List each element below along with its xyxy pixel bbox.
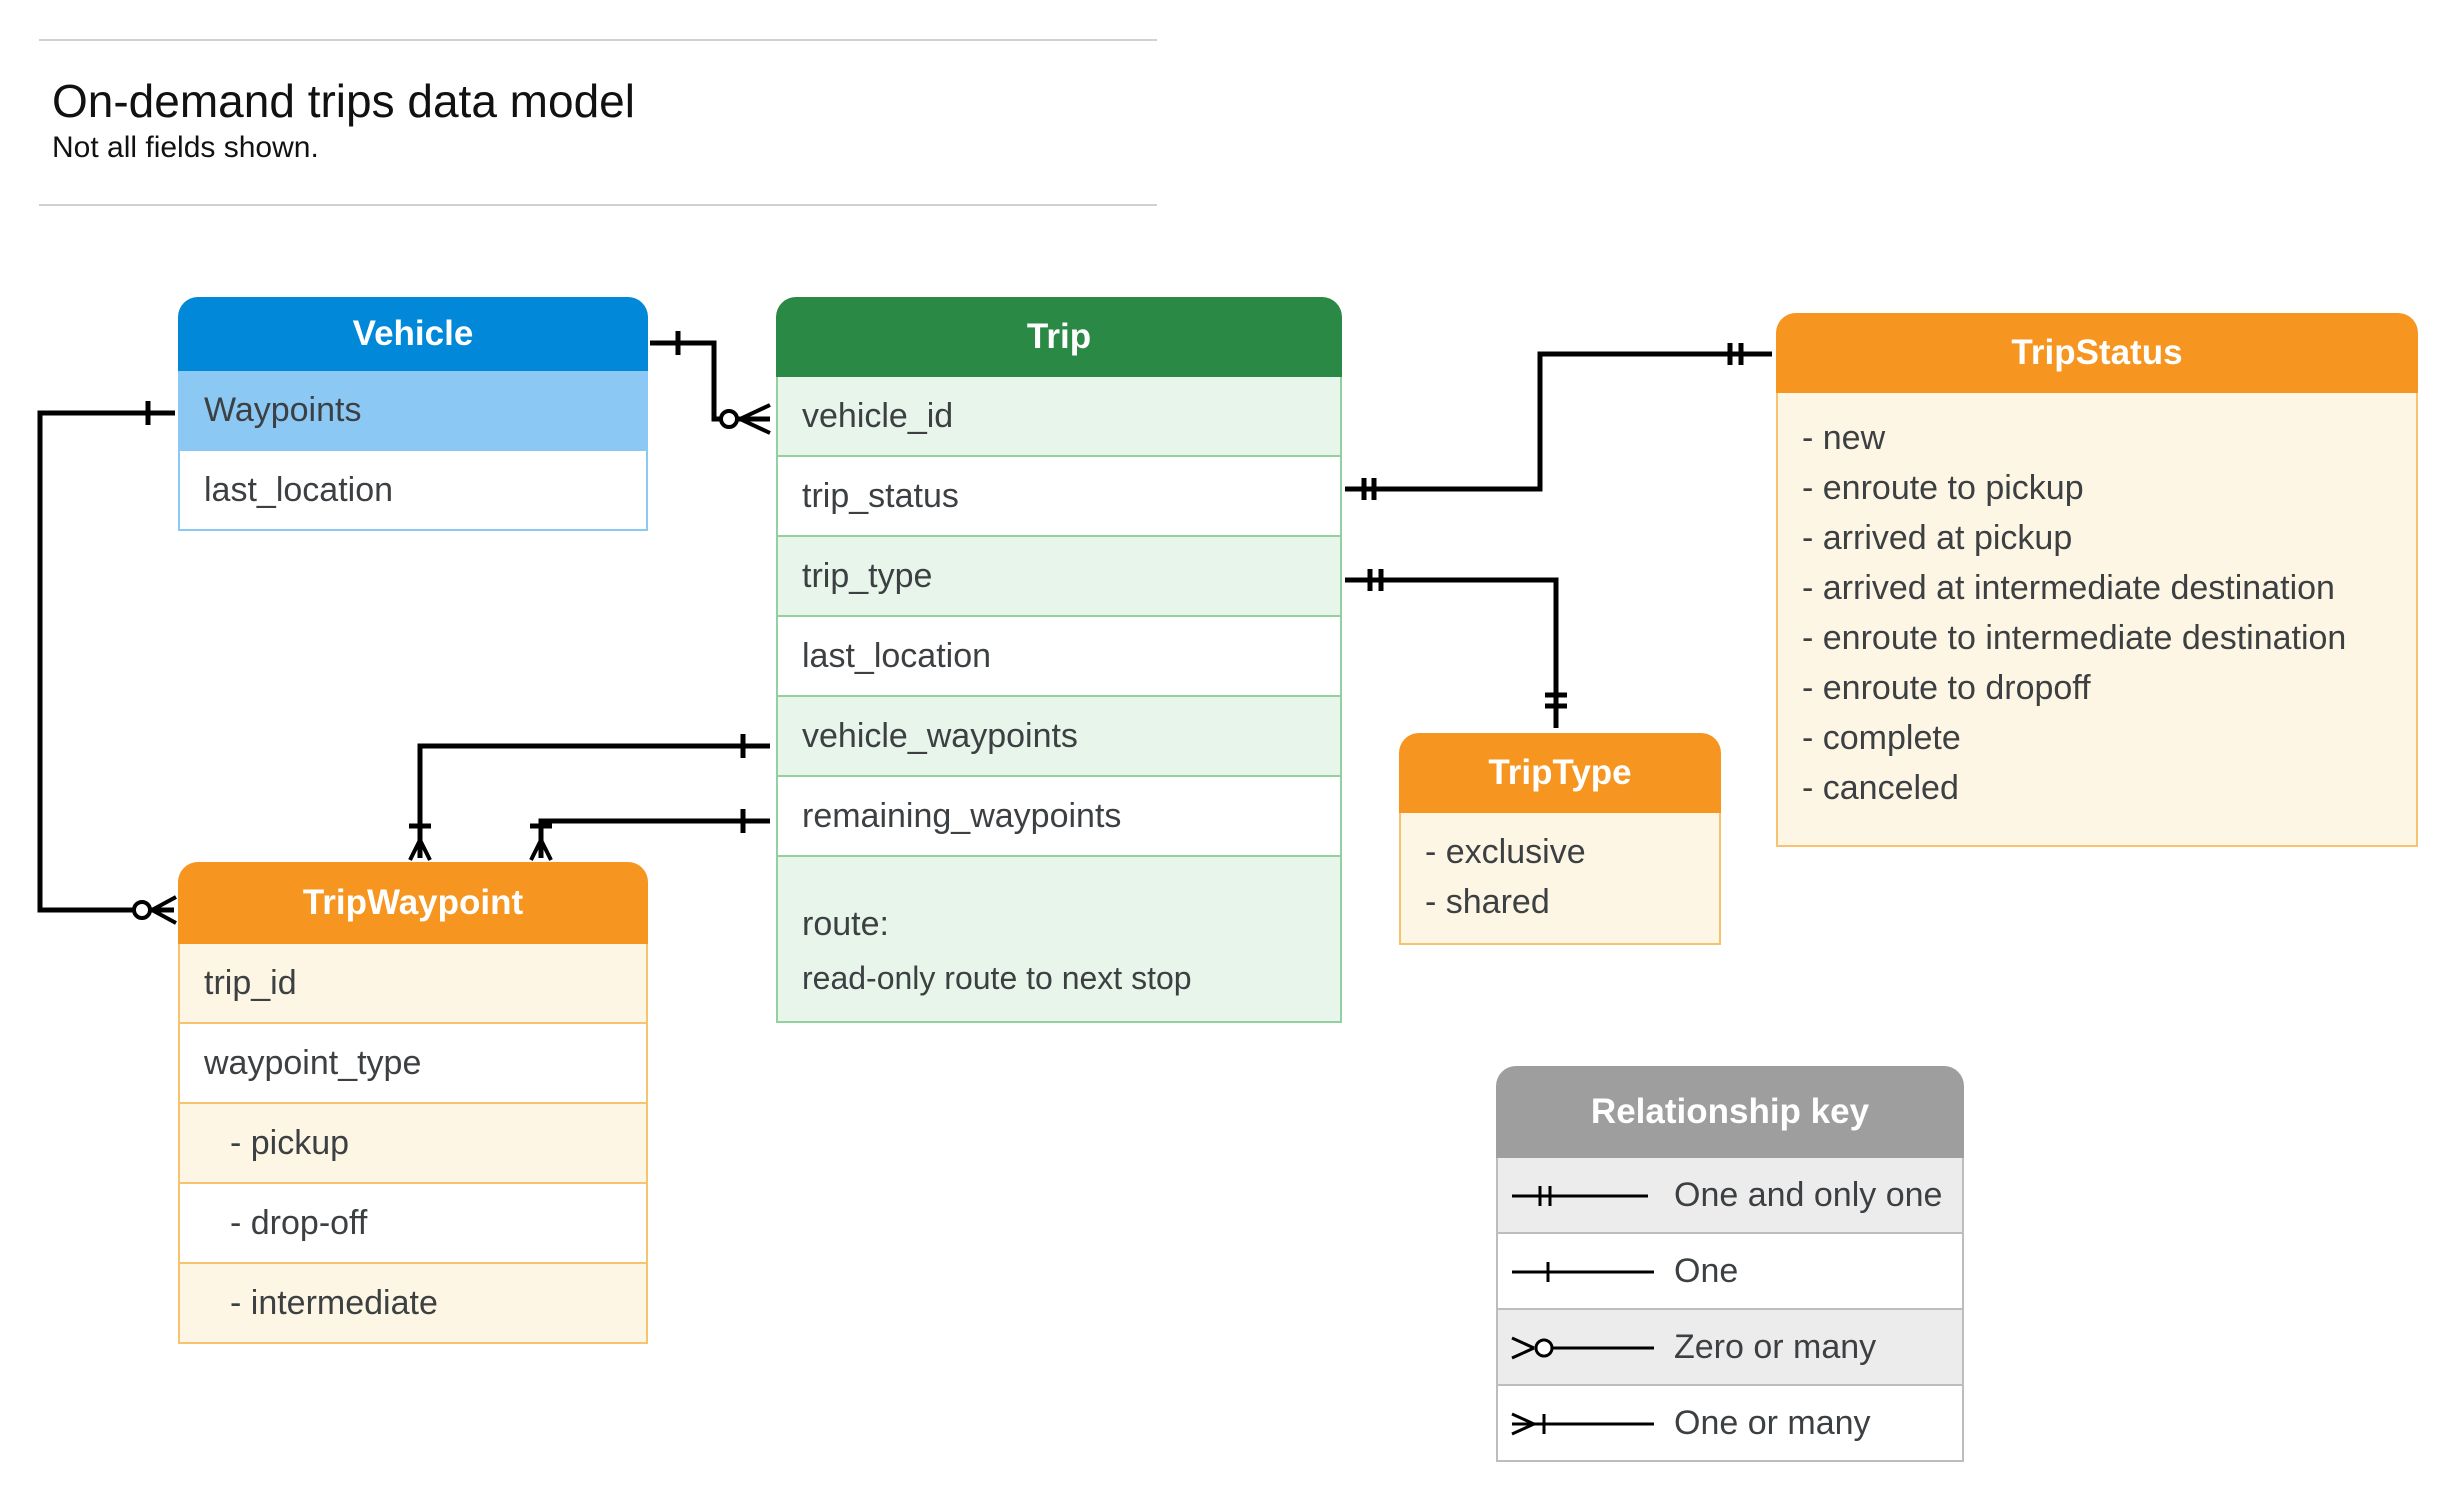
vehicle-field-waypoints: Waypoints (178, 371, 648, 451)
tripwaypoint-entity: TripWaypoint trip_id waypoint_type - pic… (178, 862, 648, 1344)
tripstatus-entity: TripStatus - new - enroute to pickup - a… (1776, 313, 2418, 847)
tripwaypoint-field-waypoint-type: waypoint_type (178, 1024, 648, 1104)
zero-or-many-symbol (1511, 1336, 1654, 1360)
key-row-one-or-many: One or many (1496, 1386, 1964, 1462)
connector-trip-triptype (1345, 577, 1559, 728)
top-rule (39, 39, 1157, 41)
tripstatus-value: - enroute to pickup (1802, 469, 2084, 507)
tripstatus-value: - arrived at pickup (1802, 519, 2073, 557)
one-or-many-symbol (1511, 1412, 1654, 1436)
tripstatus-value: - new (1802, 419, 1886, 457)
tripstatus-value: - complete (1802, 719, 1961, 757)
trip-field-route: route: read-only route to next stop (776, 857, 1342, 1023)
connector-trip-tripstatus (1345, 351, 1772, 492)
triptype-entity: TripType - exclusive - shared (1399, 733, 1721, 945)
key-label: Zero or many (1674, 1327, 1877, 1366)
bottom-rule (39, 204, 1157, 206)
trip-entity: Trip vehicle_id trip_status trip_type la… (776, 297, 1342, 1023)
vehicle-header: Vehicle (178, 297, 648, 371)
trip-header: Trip (776, 297, 1342, 377)
key-row-one-and-only-one: One and only one (1496, 1158, 1964, 1234)
tripstatus-values: - new - enroute to pickup - arrived at p… (1776, 393, 2418, 847)
tripwaypoint-field-trip-id: trip_id (178, 944, 648, 1024)
key-label: One and only one (1674, 1175, 1943, 1214)
triptype-header: TripType (1399, 733, 1721, 813)
page-title: On-demand trips data model (52, 75, 635, 127)
tripstatus-header: TripStatus (1776, 313, 2418, 393)
tripwaypoint-type-dropoff: - drop-off (178, 1184, 648, 1264)
trip-field-vehicle-waypoints: vehicle_waypoints (776, 697, 1342, 777)
triptype-value: - shared (1425, 883, 1550, 921)
trip-field-trip-type: trip_type (776, 537, 1342, 617)
trip-field-vehicle-id: vehicle_id (776, 377, 1342, 457)
key-row-zero-or-many: Zero or many (1496, 1310, 1964, 1386)
key-row-one: One (1496, 1234, 1964, 1310)
route-label: route: (802, 905, 889, 943)
key-header: Relationship key (1496, 1066, 1964, 1158)
triptype-value: - exclusive (1425, 833, 1586, 871)
vehicle-entity: Vehicle Waypoints last_location (178, 297, 648, 531)
tripstatus-value: - enroute to dropoff (1802, 669, 2091, 707)
trip-field-remaining-waypoints: remaining_waypoints (776, 777, 1342, 857)
tripwaypoint-header: TripWaypoint (178, 862, 648, 944)
tripstatus-value: - arrived at intermediate destination (1802, 569, 2335, 607)
relationship-key: Relationship key One and only one One (1496, 1066, 1964, 1462)
tripwaypoint-type-intermediate: - intermediate (178, 1264, 648, 1344)
connector-vehicle-waypoints (417, 743, 770, 858)
page-subtitle: Not all fields shown. (52, 131, 319, 164)
triptype-values: - exclusive - shared (1399, 813, 1721, 945)
tripstatus-value: - canceled (1802, 769, 1959, 807)
tripwaypoint-type-pickup: - pickup (178, 1104, 648, 1184)
one-and-only-one-symbol (1512, 1186, 1648, 1206)
trip-field-trip-status: trip_status (776, 457, 1342, 537)
route-description: read-only route to next stop (802, 960, 1192, 996)
vehicle-field-last-location: last_location (178, 451, 648, 531)
tripstatus-value: - enroute to intermediate destination (1802, 619, 2347, 657)
one-symbol (1512, 1262, 1654, 1282)
connector-vehicle-tripwaypoint (37, 410, 175, 913)
key-label: One (1674, 1251, 1739, 1290)
key-label: One or many (1674, 1403, 1871, 1442)
connector-vehicle-trip (650, 340, 770, 422)
trip-field-last-location: last_location (776, 617, 1342, 697)
connector-remaining-waypoints (538, 818, 770, 858)
